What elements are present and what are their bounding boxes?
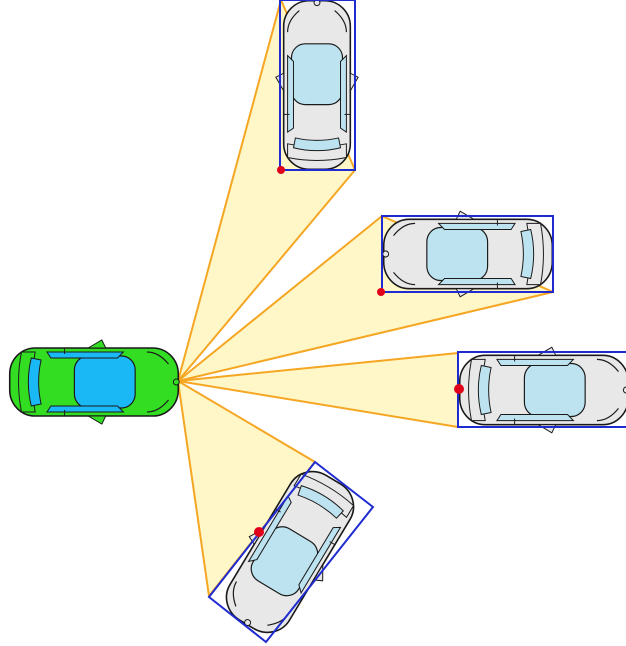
car-top-view-icon bbox=[458, 346, 626, 434]
fov-wedges bbox=[177, 0, 554, 597]
detected-vehicle-top bbox=[275, 0, 359, 174]
detected-vehicle-upper-right bbox=[377, 210, 554, 298]
car-top-view-icon bbox=[381, 210, 554, 298]
car-top-view-icon bbox=[275, 0, 359, 171]
bounding-box-lower bbox=[207, 460, 375, 644]
anchor-point-lower bbox=[254, 527, 264, 537]
bounding-box-top bbox=[279, 0, 356, 171]
detected-vehicle-lower bbox=[207, 456, 375, 646]
detected-vehicle-right bbox=[454, 346, 626, 434]
anchor-point-right bbox=[454, 384, 464, 394]
car-top-view-icon bbox=[8, 339, 181, 425]
ego-vehicle bbox=[8, 339, 181, 425]
anchor-point-top bbox=[277, 166, 285, 174]
anchor-point-upper-right bbox=[377, 288, 385, 296]
bounding-box-upper-right bbox=[381, 215, 554, 293]
